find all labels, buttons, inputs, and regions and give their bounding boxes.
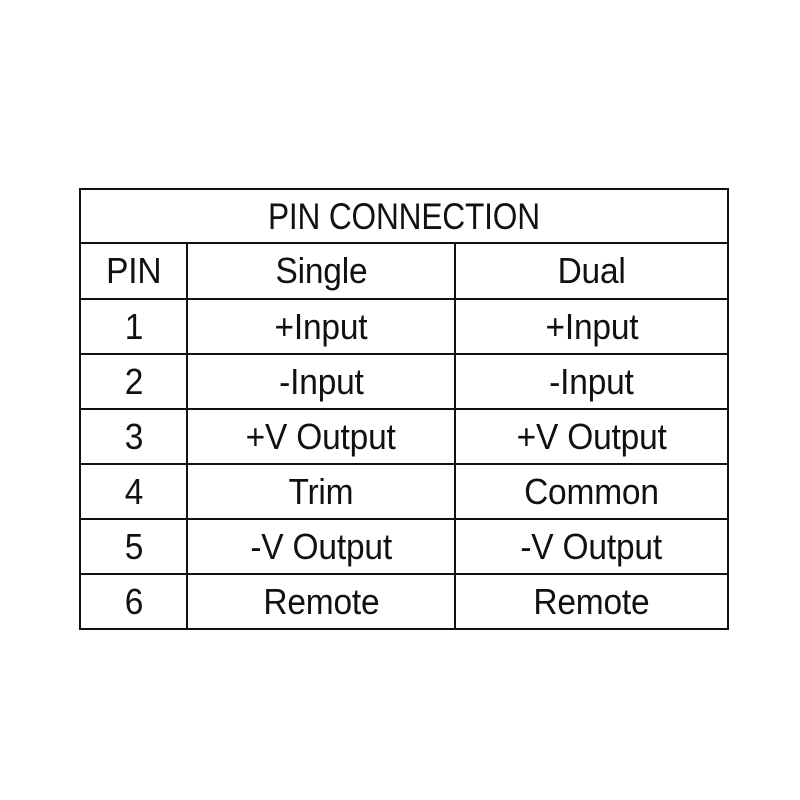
cell-pin: 3	[79, 408, 188, 465]
table-title: PIN CONNECTION	[105, 188, 704, 244]
cell-pin: 2	[79, 353, 188, 410]
table-title-row: PIN CONNECTION	[80, 188, 728, 244]
column-header-dual: Dual	[453, 242, 730, 300]
cell-dual: +V Output	[453, 408, 730, 465]
table-title-text: PIN CONNECTION	[268, 195, 541, 237]
cell-pin: 6	[79, 573, 188, 630]
cell-single: -V Output	[186, 518, 456, 575]
cell-pin: 4	[79, 463, 188, 520]
cell-single: -Input	[186, 353, 456, 410]
pin-connection-table: PIN CONNECTION PIN Single Dual 1	[79, 188, 730, 630]
cell-pin: 1	[79, 298, 188, 355]
table-row: 4 Trim Common	[79, 463, 730, 520]
cell-dual: -V Output	[453, 518, 730, 575]
cell-dual: +Input	[453, 298, 730, 355]
column-header-pin: PIN	[79, 242, 188, 300]
cell-dual: Remote	[453, 573, 730, 630]
cell-dual: -Input	[453, 353, 730, 410]
cell-single: Trim	[186, 463, 456, 520]
cell-single: +Input	[186, 298, 456, 355]
table-row: 3 +V Output +V Output	[79, 408, 730, 465]
column-header-single: Single	[186, 242, 456, 300]
table-header-row: PIN Single Dual	[79, 242, 730, 300]
cell-single: Remote	[186, 573, 456, 630]
cell-pin: 5	[79, 518, 188, 575]
table-row: 1 +Input +Input	[79, 298, 730, 355]
table-row: 2 -Input -Input	[79, 353, 730, 410]
cell-dual: Common	[453, 463, 730, 520]
table-row: 5 -V Output -V Output	[79, 518, 730, 575]
table-row: 6 Remote Remote	[79, 573, 730, 630]
cell-single: +V Output	[186, 408, 456, 465]
